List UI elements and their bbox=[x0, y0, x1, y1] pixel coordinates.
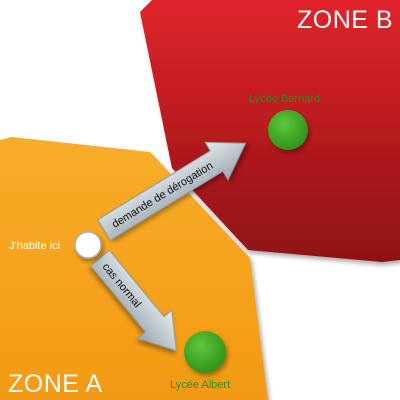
school-bernard-marker bbox=[268, 110, 308, 150]
school-bernard-label: Lycée Bernard bbox=[249, 93, 320, 105]
school-albert-marker bbox=[184, 331, 226, 373]
home-label: J'habite ici bbox=[9, 240, 60, 252]
zone-b-label: ZONE B bbox=[297, 6, 393, 34]
home-marker bbox=[74, 231, 102, 259]
school-albert-label: Lycée Albert bbox=[170, 379, 230, 391]
zone-a-label: ZONE A bbox=[8, 370, 103, 398]
